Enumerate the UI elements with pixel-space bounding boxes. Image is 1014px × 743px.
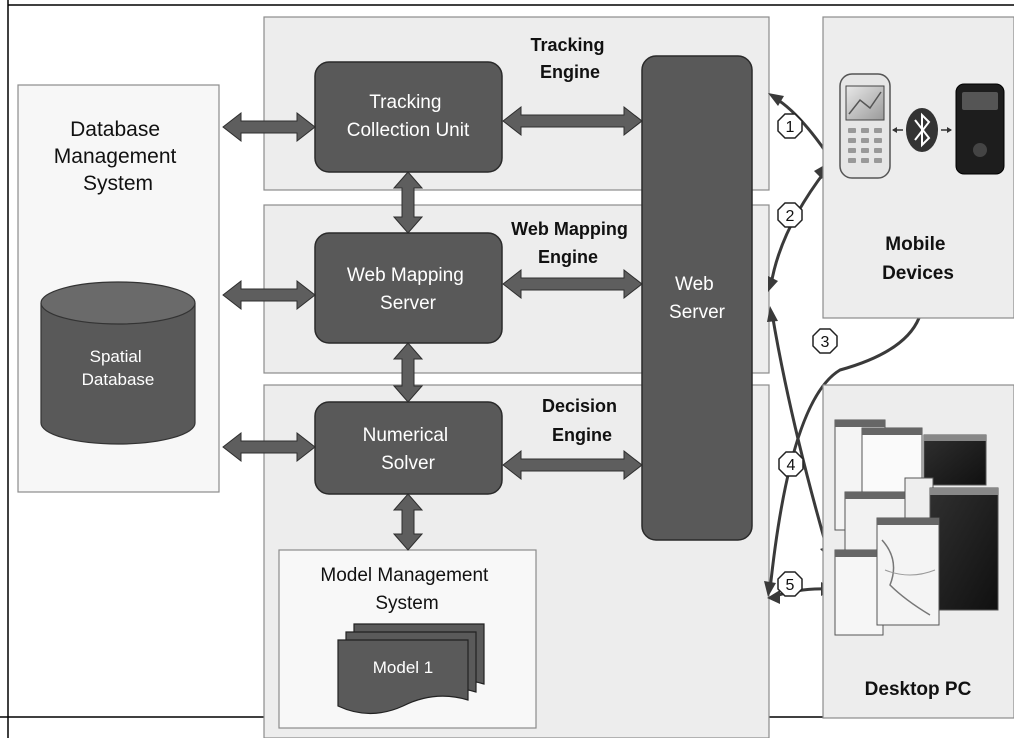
arrow-tracking-webserver [502,105,643,137]
svg-text:5: 5 [786,577,795,594]
arrow-numerical-model-vertical [392,493,424,551]
svg-text:4: 4 [787,457,796,474]
bluetooth-icon [892,108,952,152]
arrowhead-4-top [767,306,778,322]
mobile-devices-label: Mobile Devices [882,234,954,284]
mobile-phone-icon [839,73,891,179]
connection-badge-5: 5 [777,571,803,597]
dbms-label: Database Management System [54,118,182,195]
arrowhead-5-left [767,590,780,604]
connection-badge-4: 4 [778,451,804,477]
connection-badge-2: 2 [777,202,803,228]
arrow-numerical-webserver [502,449,643,481]
connection-number-badges: 1 2 3 4 5 [777,113,838,597]
arrow-dbms-tracking [222,111,316,143]
arrowhead-1 [768,93,784,106]
svg-text:2: 2 [786,208,795,225]
numerical-solver-box [314,401,503,495]
web-server-box [641,55,753,541]
connection-badge-3: 3 [812,328,838,354]
decision-engine-label: Decision Engine [542,396,622,445]
svg-text:1: 1 [786,119,795,136]
arrow-webmapping-numerical-vertical [392,342,424,403]
svg-text:3: 3 [821,334,830,351]
connection-2-curve [769,168,828,287]
tracking-collection-unit-label: Tracking Collection Unit [347,92,470,141]
arrow-tracking-webmapping-vertical [392,171,424,234]
web-mapping-engine-label: Web Mapping Engine [511,219,633,267]
web-server-label: Web Server [669,274,726,323]
arrow-webmapping-webserver [502,268,643,300]
tracking-engine-label: Tracking Engine [530,35,609,82]
arrow-dbms-web-mapping [222,279,316,311]
tracking-collection-unit-box [314,61,503,173]
arrowhead-2-bottom [768,276,778,292]
numerical-solver-label: Numerical Solver [363,425,454,474]
desktop-screenshots-icon [834,419,999,636]
connection-4-curve [770,311,830,554]
spatial-database-icon [40,281,196,445]
web-mapping-server-label: Web Mapping Server [347,265,469,314]
connection-3-curve [768,316,921,592]
spatial-database-label: Spatial Database [82,347,155,389]
arrow-dbms-numerical [222,431,316,463]
model-document-stack-icon [337,623,485,715]
model-management-system-label: Model Management System [320,565,493,614]
gps-receiver-icon [955,83,1005,175]
web-mapping-server-box [314,232,503,344]
model-1-label: Model 1 [373,658,433,677]
desktop-pc-label: Desktop PC [865,679,972,700]
arrows [222,105,643,551]
connection-badge-1: 1 [777,113,803,139]
arrowhead-3 [764,581,776,597]
